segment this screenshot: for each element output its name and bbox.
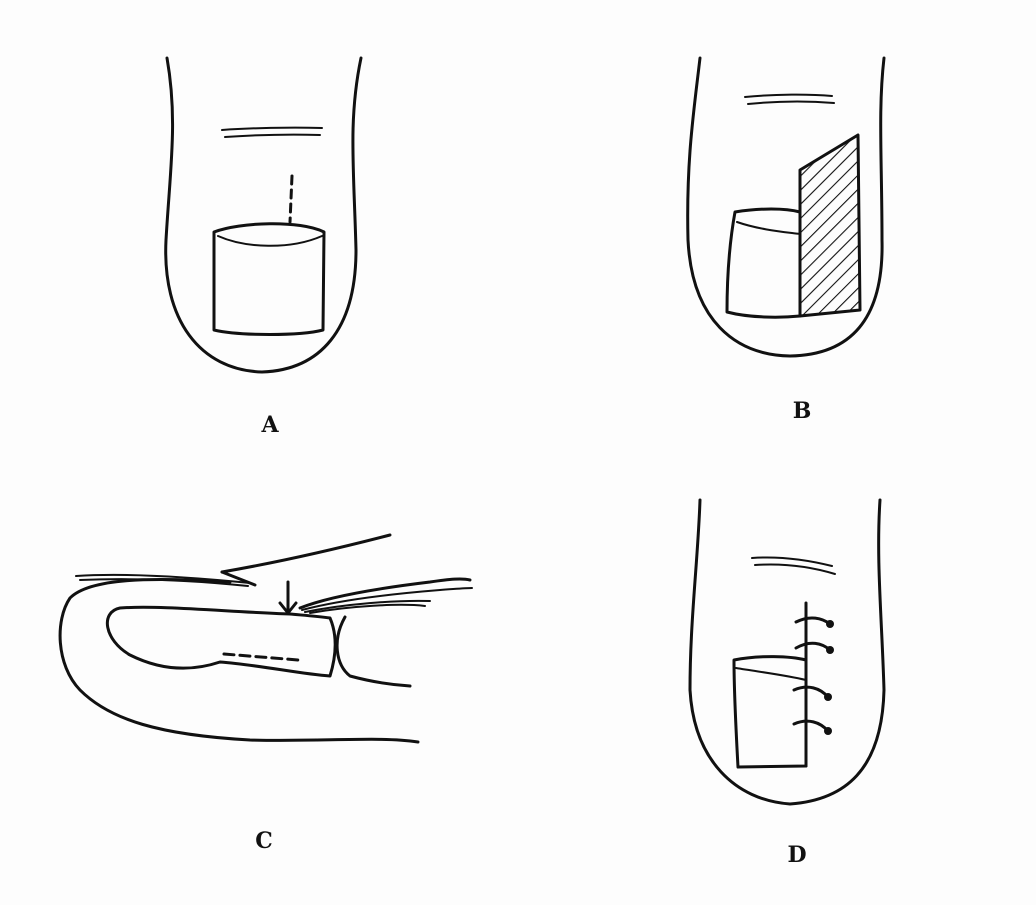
pointer-arrow-icon (280, 582, 296, 613)
nail-lunula-b (737, 222, 800, 234)
finger-outline-a (166, 58, 361, 372)
panel-b-drawing (688, 58, 884, 356)
incision-dashed-line-c (224, 654, 298, 660)
cuticle-mark-d2 (755, 564, 835, 574)
cuticle-mark-b (745, 95, 832, 97)
cuticle-mark-b2 (748, 102, 834, 104)
suture-4 (794, 721, 828, 731)
suture-2 (796, 643, 830, 650)
panel-d-drawing (690, 500, 884, 804)
panel-label-c: C (244, 828, 284, 854)
nail-lunula-a (218, 236, 322, 246)
resected-nail-segment (800, 135, 860, 316)
instrument-upper-blade (222, 535, 390, 572)
suture-1 (796, 618, 830, 624)
cuticle-mark-a2 (225, 135, 320, 137)
nail-plate-b (727, 209, 800, 317)
nail-edge-c (337, 617, 410, 686)
finger-outline-d (690, 500, 884, 804)
sutures-d (794, 618, 834, 735)
nail-bed-c (107, 607, 335, 676)
panel-label-b: B (782, 398, 822, 424)
panel-a-drawing (166, 58, 361, 372)
panel-label-d: D (777, 842, 817, 868)
suture-knot-3 (824, 693, 832, 701)
suture-3 (794, 687, 828, 697)
panel-c-drawing (60, 535, 472, 742)
suture-knot-4 (824, 727, 832, 735)
cuticle-mark-a (222, 128, 322, 130)
incision-dashed-line-a (290, 176, 292, 222)
nail-lunula-d (736, 668, 806, 680)
panel-label-a: A (250, 412, 290, 438)
suture-knot-2 (826, 646, 834, 654)
suture-knot-1 (826, 620, 834, 628)
